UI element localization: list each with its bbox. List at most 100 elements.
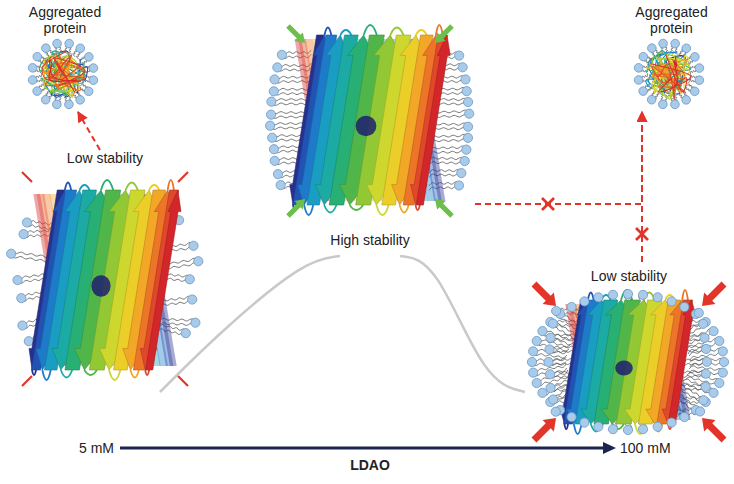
protein-loop [376, 205, 388, 215]
detergent-head [648, 44, 657, 53]
detergent-head [715, 378, 724, 387]
stress-arrows [532, 282, 727, 443]
detergent-head [653, 422, 662, 431]
detergent-head [33, 52, 42, 61]
stability-landscape-curve [160, 256, 340, 392]
detergent-head [33, 87, 42, 96]
detergent-head [682, 96, 691, 105]
detergent-head [185, 275, 194, 284]
detergent-head [695, 64, 704, 73]
pathway-arrow [78, 112, 100, 150]
protein-loop [65, 183, 71, 191]
concentration-label: 5 mM [79, 440, 114, 456]
protein-micelle-complex [7, 180, 203, 380]
detergent-head [546, 333, 555, 342]
detergent-head [41, 95, 50, 104]
detergent-head [17, 294, 26, 303]
detergent-head [84, 87, 93, 96]
instability-tick [178, 172, 188, 182]
detergent-head [667, 297, 676, 306]
detergent-head [699, 396, 708, 405]
detergent-head [22, 218, 31, 227]
detergent-head [690, 87, 699, 96]
stabilising-arrows [286, 24, 454, 218]
protein-loop [101, 180, 113, 190]
barrel-front [29, 190, 181, 370]
cross-stroke [542, 198, 554, 210]
beta-strand [668, 300, 696, 424]
detergent-head [682, 44, 691, 53]
detergent-head [580, 297, 589, 306]
detergent-head [85, 53, 94, 62]
protein-loop [149, 185, 159, 190]
beta-barrel [290, 25, 450, 215]
detergent-head [457, 168, 466, 177]
tangled-chain [651, 54, 691, 91]
detergent-head [701, 382, 710, 391]
instability-tick [178, 376, 188, 386]
protein-loop [168, 180, 174, 190]
detergent-head [639, 52, 648, 61]
detergent-head [580, 418, 589, 427]
tangled-chain [659, 55, 678, 92]
detergent-head [194, 257, 203, 266]
detergent-head [639, 87, 648, 96]
unstable-complex-node: Low stability [10, 150, 200, 392]
detergent-head [458, 63, 467, 72]
detergent-head [269, 145, 278, 154]
node-label: Aggregated protein [616, 4, 727, 36]
detergent-tails [638, 43, 700, 105]
detergent-head [548, 319, 557, 328]
detergent-head [680, 412, 689, 421]
detergent-head [659, 39, 668, 48]
detergent-head [270, 75, 279, 84]
detergent-label: LDAO [350, 457, 390, 473]
detergent-head [680, 302, 689, 311]
protein-loop [109, 370, 120, 380]
protein-loop [564, 424, 568, 429]
detergent-head [709, 388, 718, 397]
stabilising-arrow [286, 199, 305, 218]
detergent-head [527, 357, 536, 366]
tangled-chain [54, 58, 85, 92]
protein-loop [416, 30, 427, 35]
blocked-pathway-arrow [475, 112, 642, 204]
stress-arrow [532, 418, 556, 442]
aggregated-protein-art [28, 39, 97, 108]
detergent-head [53, 39, 62, 48]
protein-loop [400, 205, 409, 213]
stability-landscape-curve [400, 256, 525, 392]
detergent-head [463, 97, 472, 106]
detergent-head [76, 96, 85, 105]
tangled-chain [657, 65, 676, 100]
protein-loop [126, 183, 138, 191]
beta-strand [146, 190, 181, 370]
detergent-tail [271, 101, 311, 105]
protein-loop [364, 25, 377, 35]
detergent-head [7, 249, 16, 258]
detergent-head [266, 110, 275, 119]
protein-loop [324, 28, 331, 36]
detergent-head [273, 63, 282, 72]
detergent-head [719, 357, 728, 366]
detergent-head [544, 357, 553, 366]
detergent-head [718, 368, 727, 377]
detergent-heads [527, 289, 728, 434]
detergent-tails [32, 43, 94, 105]
protein-loop [416, 205, 420, 210]
protein-loop [350, 205, 363, 210]
protein-loop [390, 28, 403, 36]
detergent-head [567, 412, 576, 421]
detergent-head [462, 145, 471, 154]
protein-loop [80, 185, 90, 190]
detergent-head [659, 100, 668, 109]
detergent-head [549, 395, 558, 404]
blocked-cross [636, 228, 648, 240]
detergent-head [638, 290, 647, 299]
concentration-label: 100 mM [620, 440, 671, 456]
detergent-head [608, 290, 617, 299]
detergent-head [715, 336, 724, 345]
tangled-chain [42, 51, 80, 79]
detergent-head [671, 39, 680, 48]
